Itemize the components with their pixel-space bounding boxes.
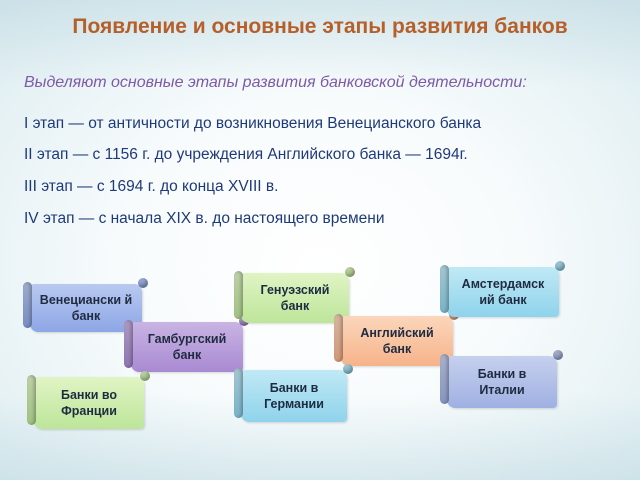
stage-4: IV этап — с начала XIX в. до настоящего … xyxy=(24,210,385,227)
stage-1: I этап — от античности до возникновения … xyxy=(24,115,482,132)
genoese-bank-scroll: Генуэзский банк xyxy=(241,273,349,323)
page-title: Появление и основные этапы развития банк… xyxy=(72,15,568,38)
amsterdam-bank-scroll: Амстердамск ий банк xyxy=(447,267,559,317)
english-bank-scroll: Английский банк xyxy=(341,316,453,366)
germany-banks-scroll: Банки в Германии xyxy=(241,370,347,422)
italy-banks-scroll: Банки в Италии xyxy=(447,356,557,408)
france-banks-scroll: Банки во Франции xyxy=(34,377,144,429)
hamburg-bank-scroll: Гамбургский банк xyxy=(131,322,243,372)
stage-3: III этап — с 1694 г. до конца XVIII в. xyxy=(24,178,279,195)
subtitle: Выделяют основные этапы развития банковс… xyxy=(24,74,527,91)
stage-2: II этап — с 1156 г. до учреждения Англий… xyxy=(24,146,468,163)
